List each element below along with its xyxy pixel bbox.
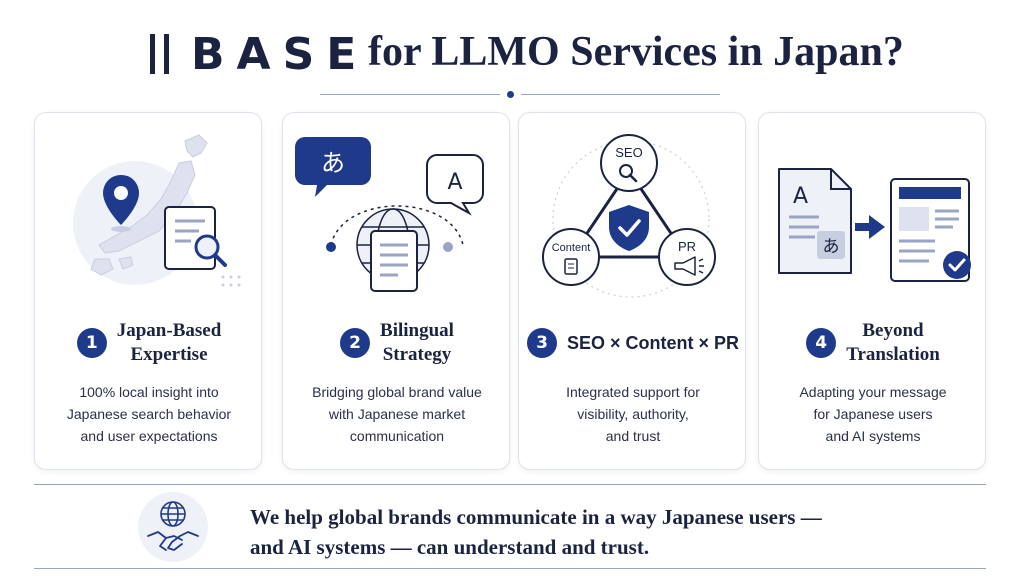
step-number-badge: 3 [526, 328, 557, 358]
document-icon [564, 258, 578, 275]
doc-kana-label: あ [823, 237, 840, 257]
logo-bars-icon [150, 34, 169, 74]
card-heading: 4 Beyond Translation [759, 313, 987, 373]
card-heading: 2 Bilingual Strategy [283, 313, 511, 373]
card-title: Bilingual Strategy [380, 320, 454, 365]
japan-map-illustration [73, 134, 241, 287]
card-beyond-translation: A あ 4 Beyond Translation [758, 112, 986, 470]
globe-handshake-icon [147, 501, 199, 551]
base-logo: BASE [150, 26, 368, 82]
document-search-icon [164, 206, 227, 270]
step-number-badge: 1 [76, 328, 107, 358]
bilingual-illustration: あ A [295, 137, 484, 292]
step-number-badge: 2 [340, 328, 371, 358]
arrow-right-icon [855, 215, 885, 239]
doc-letter-label: A [793, 184, 808, 209]
card-title: SEO × Content × PR [566, 333, 740, 353]
node-seo-label: SEO [615, 145, 642, 160]
japan-map-icon [90, 134, 208, 276]
node-pr-label: PR [678, 239, 696, 254]
bubble-english-label: A [447, 170, 462, 195]
card-description: 100% local insight into Japanese search … [66, 384, 232, 444]
logo-text: BASE [191, 28, 369, 80]
footer-divider-top [34, 484, 986, 485]
footer-divider-bottom [34, 568, 986, 569]
content-node: Content [542, 228, 600, 286]
node-content-label: Content [552, 242, 591, 254]
document-icon [370, 230, 418, 292]
card-heading: 1 Japan-Based Expertise [35, 313, 263, 373]
shield-check-icon [609, 205, 649, 251]
card-seo-content-pr: SEO Content PR 3 [518, 112, 746, 470]
search-icon [619, 164, 638, 183]
seo-content-pr-illustration: SEO Content PR [542, 134, 716, 298]
step-number-badge: 4 [806, 328, 837, 358]
card-japan-based-expertise: 1 Japan-Based Expertise 100% local insig… [34, 112, 262, 470]
card-description: Bridging global brand value with Japanes… [312, 384, 482, 444]
card-title: Beyond Translation [846, 320, 940, 365]
card-description: Adapting your message for Japanese users… [799, 384, 947, 444]
check-circle-icon [943, 251, 971, 279]
location-pin-icon [103, 175, 139, 232]
page-title: for LLMO Services in Japan? [368, 29, 904, 75]
globe-handshake-badge [138, 492, 208, 562]
translation-document-icon: A あ [778, 168, 852, 274]
card-description: Integrated support for visibility, autho… [566, 384, 700, 444]
pr-node: PR [658, 228, 716, 286]
seo-node: SEO [600, 134, 658, 192]
card-heading: 3 SEO × Content × PR [519, 313, 747, 373]
bubble-japanese-label: あ [321, 149, 345, 177]
speech-bubble-english-icon: A [426, 154, 484, 216]
header: BASE for LLMO Services in Japan? [0, 14, 1024, 86]
title-divider [320, 91, 720, 98]
translation-illustration: A あ [778, 168, 971, 282]
card-title: Japan-Based Expertise [116, 320, 222, 365]
megaphone-icon [674, 256, 704, 276]
card-bilingual-strategy: あ A 2 Bilingual Strategy Bridging global… [282, 112, 510, 470]
footer-message: We help global brands communicate in a w… [250, 505, 822, 559]
speech-bubble-japanese-icon: あ [295, 137, 371, 197]
